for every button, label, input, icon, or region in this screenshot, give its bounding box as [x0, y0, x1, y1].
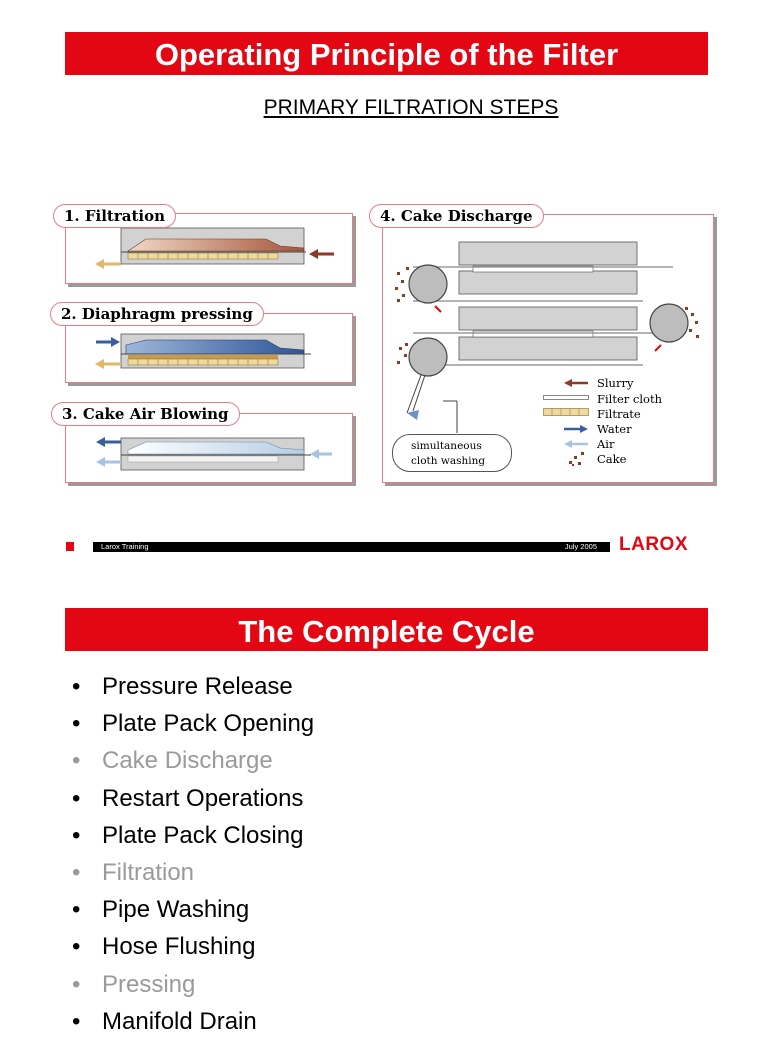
cycle-step: • Filtration	[72, 854, 314, 891]
bullet-icon: •	[72, 747, 81, 775]
cycle-step-label: Pipe Washing	[102, 896, 250, 924]
step-1-tag: 1. Filtration	[53, 204, 177, 228]
bullet-icon: •	[72, 1007, 81, 1035]
slurry-arrow-icon	[564, 379, 588, 387]
cycle-step: • Pipe Washing	[72, 891, 314, 928]
legend-cake: Cake	[597, 452, 627, 466]
cycle-step: • Plate Pack Opening	[72, 705, 314, 742]
slide1-subtitle: PRIMARY FILTRATION STEPS	[263, 96, 559, 119]
cycle-step: • Pressure Release	[72, 668, 314, 705]
cycle-step: • Restart Operations	[72, 780, 314, 817]
legend-filtrate: Filtrate	[597, 407, 641, 421]
bullet-icon: •	[72, 784, 81, 812]
footer-red-square	[66, 542, 74, 551]
air-arrow-icon	[96, 457, 121, 467]
water-arrow-icon	[96, 337, 120, 347]
cycle-step-label: Cake Discharge	[102, 747, 273, 775]
cake-icon	[569, 452, 584, 466]
bullet-icon: •	[72, 858, 81, 886]
bullet-icon: •	[72, 710, 81, 738]
legend-water: Water	[597, 422, 632, 436]
cycle-step: • Cake Discharge	[72, 742, 314, 779]
legend-air: Air	[597, 437, 615, 451]
filter-cloth-icon	[543, 395, 589, 400]
cake-air-blowing-diagram	[96, 437, 332, 471]
larox-logo: LAROX	[619, 534, 688, 555]
bullet-icon: •	[72, 896, 81, 924]
slide2-title: The Complete Cycle	[65, 608, 708, 651]
slurry-arrow-icon	[309, 249, 334, 259]
footer-right-text: July 2005	[564, 542, 597, 551]
cycle-step-label: Hose Flushing	[102, 933, 256, 961]
filtrate-arrow-icon	[95, 359, 121, 369]
cycle-list: • Pressure Release • Plate Pack Opening • Cak…	[72, 668, 314, 1040]
step-1-panel	[65, 213, 353, 284]
cycle-step-label: Plate Pack Opening	[102, 710, 315, 738]
footer-left-text: Larox Training	[101, 542, 149, 551]
cycle-step-label: Pressing	[102, 970, 196, 998]
cycle-step: • Pressing	[72, 966, 314, 1003]
filtration-diagram	[95, 227, 334, 269]
filtrate-arrow-icon	[95, 259, 121, 269]
step-4-panel	[382, 214, 714, 483]
step-2-tag: 2. Diaphragm pressing	[50, 302, 264, 326]
bullet-icon: •	[72, 821, 81, 849]
water-arrow-icon	[564, 425, 588, 433]
legend-slurry: Slurry	[597, 376, 634, 390]
cycle-step-label: Pressure Release	[102, 673, 293, 700]
bullet-icon: •	[72, 970, 81, 998]
footer-bar: Larox Training July 2005	[93, 542, 610, 552]
slide1-title: Operating Principle of the Filter	[65, 32, 708, 75]
cycle-step: • Manifold Drain	[72, 1003, 314, 1040]
callout-line-1: simultaneous	[411, 440, 482, 452]
cycle-step: • Hose Flushing	[72, 928, 314, 965]
bullet-icon: •	[72, 933, 81, 961]
diaphragm-pressing-diagram	[95, 333, 311, 369]
cycle-step-label: Filtration	[102, 858, 195, 886]
filtrate-icon	[543, 408, 589, 416]
cake-discharge-diagram	[395, 241, 699, 433]
cake-icon	[395, 267, 699, 364]
cycle-step: • Plate Pack Closing	[72, 817, 314, 854]
bullet-icon: •	[72, 673, 81, 700]
air-arrow-icon	[564, 440, 588, 448]
cycle-step-label: Manifold Drain	[102, 1007, 257, 1035]
callout-line-2: cloth washing	[411, 455, 486, 467]
legend-filter-cloth: Filter cloth	[597, 392, 662, 406]
cloth-washing-callout: simultaneous cloth washing	[392, 434, 512, 472]
cycle-step-label: Restart Operations	[102, 784, 304, 812]
step-3-tag: 3. Cake Air Blowing	[51, 402, 240, 426]
cycle-step-label: Plate Pack Closing	[102, 821, 304, 849]
water-arrow-icon	[96, 437, 121, 447]
step-4-tag: 4. Cake Discharge	[369, 204, 544, 228]
air-arrow-icon	[310, 449, 332, 459]
